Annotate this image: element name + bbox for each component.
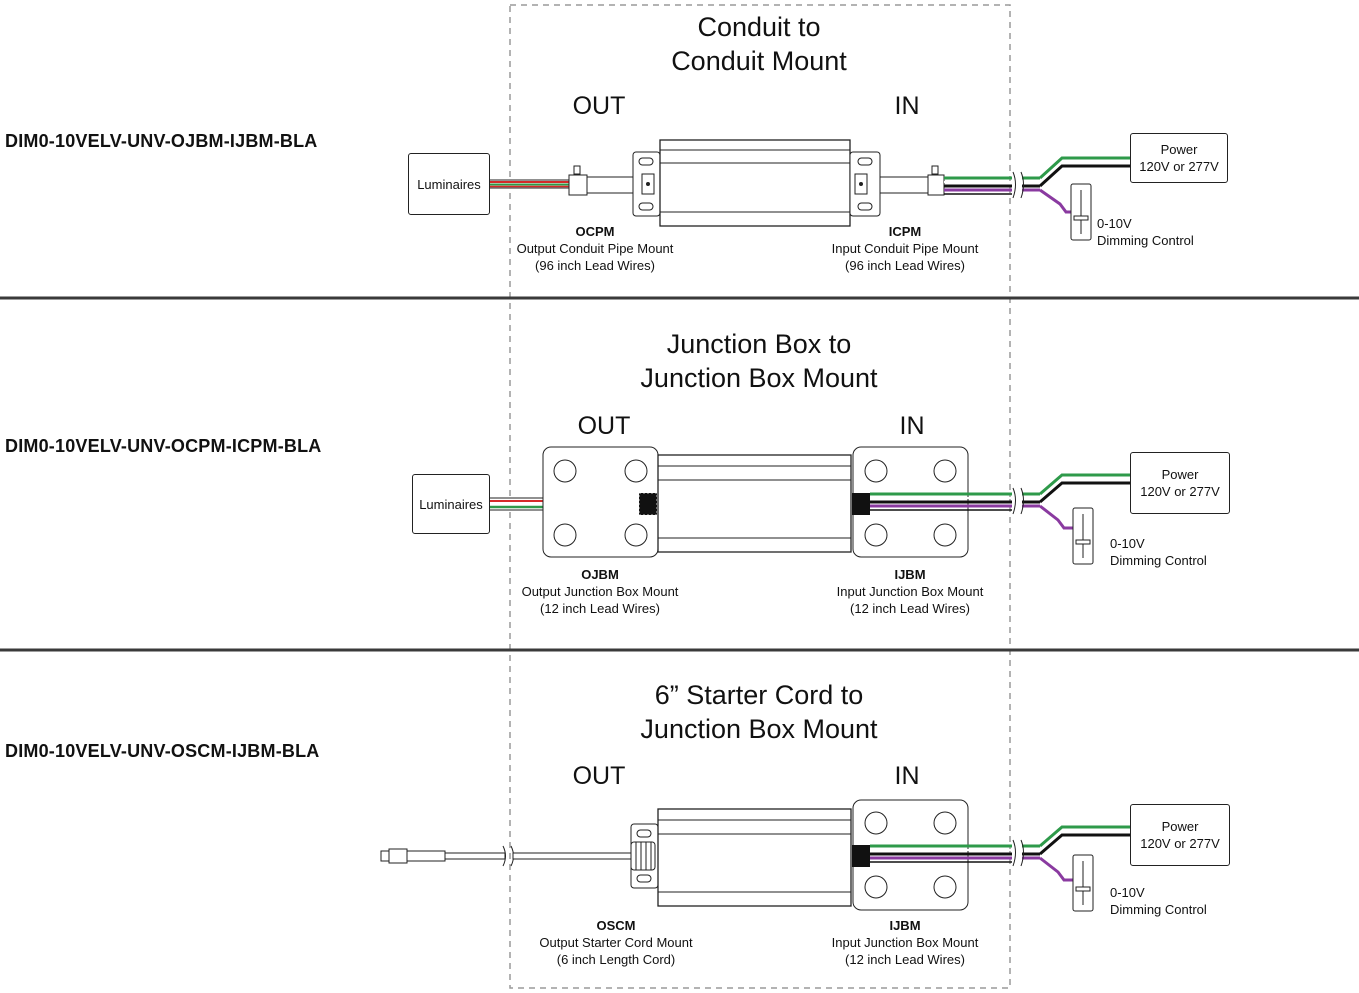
section-title-line: Conduit to — [697, 12, 821, 42]
control-name: Dimming Control — [1097, 233, 1194, 248]
row-3-out-bracket-gland — [630, 823, 659, 889]
row-1-dimmer-slider — [1070, 183, 1092, 241]
mount-options-frame — [509, 4, 1011, 989]
dimming-control-label: 0-10V Dimming Control — [1110, 884, 1207, 918]
output-mount-code: OSCM — [596, 918, 636, 933]
input-mount-caption: IJBM Input Junction Box Mount (12 inch L… — [800, 566, 1020, 617]
input-lead-length: (96 inch Lead Wires) — [845, 258, 965, 273]
row-1-output-conduit-pipe — [568, 165, 634, 196]
input-mount-code: IJBM — [889, 918, 921, 933]
luminaires-box: Luminaires — [412, 474, 490, 534]
section-title-line: 6” Starter Cord to — [654, 680, 864, 710]
row-3-input-wires — [870, 825, 1130, 882]
input-lead-length: (12 inch Lead Wires) — [850, 601, 970, 616]
row-3-driver-body — [657, 808, 852, 907]
section-title-line: Junction Box to — [666, 329, 852, 359]
input-lead-length: (12 inch Lead Wires) — [845, 952, 965, 967]
model-number: DIM0-10VELV-UNV-OSCM-IJBM-BLA — [5, 741, 320, 761]
row-3-dimmer-slider — [1072, 854, 1094, 912]
row-1-input-wires — [944, 156, 1130, 214]
output-mount-desc: Output Conduit Pipe Mount — [516, 241, 674, 256]
output-mount-desc: Output Starter Cord Mount — [539, 935, 693, 950]
output-lead-length: (6 inch Length Cord) — [556, 952, 676, 967]
dimming-control-label: 0-10V Dimming Control — [1110, 535, 1207, 569]
input-mount-desc: Input Conduit Pipe Mount — [831, 241, 979, 256]
out-label: OUT — [572, 92, 626, 120]
out-label: OUT — [572, 762, 626, 790]
section-title-line: Junction Box Mount — [640, 714, 878, 744]
output-mount-desc: Output Junction Box Mount — [521, 584, 679, 599]
input-mount-caption: ICPM Input Conduit Pipe Mount (96 inch L… — [795, 223, 1015, 274]
input-mount-code: IJBM — [894, 567, 926, 582]
control-voltage: 0-10V — [1110, 885, 1145, 900]
row-2-dimmer-slider — [1072, 507, 1094, 565]
control-voltage: 0-10V — [1097, 216, 1132, 231]
row-1-diagram — [488, 139, 1130, 241]
power-source-box: Power 120V or 277V — [1130, 133, 1228, 183]
control-voltage: 0-10V — [1110, 536, 1145, 551]
power-label: Power — [1161, 819, 1199, 834]
row-2-driver-body — [657, 454, 852, 553]
section-title-line: Conduit Mount — [671, 46, 847, 76]
in-label: IN — [894, 92, 920, 120]
out-label: OUT — [577, 412, 631, 440]
row-1-out-bracket — [632, 151, 661, 217]
row-3-diagram — [380, 799, 1130, 912]
row-3-starter-cord — [380, 845, 632, 867]
row-1-in-bracket — [849, 151, 881, 217]
control-name: Dimming Control — [1110, 902, 1207, 917]
row-2-output-junction-box — [542, 446, 659, 558]
output-mount-caption: OCPM Output Conduit Pipe Mount (96 inch … — [485, 223, 705, 274]
section-title-line: Junction Box Mount — [640, 363, 878, 393]
output-lead-length: (96 inch Lead Wires) — [535, 258, 655, 273]
row-1-output-wires — [488, 179, 570, 189]
row-2-input-wires — [870, 473, 1130, 530]
output-mount-caption: OSCM Output Starter Cord Mount (6 inch L… — [506, 917, 726, 968]
model-number: DIM0-10VELV-UNV-OJBM-IJBM-BLA — [5, 131, 318, 151]
power-source-box: Power 120V or 277V — [1130, 804, 1230, 866]
input-mount-code: ICPM — [888, 224, 922, 239]
output-mount-code: OJBM — [581, 567, 619, 582]
row-1-driver-body — [659, 139, 851, 227]
row-2-diagram — [488, 446, 1130, 565]
power-voltage: 120V or 277V — [1139, 159, 1219, 174]
output-mount-code: OCPM — [575, 224, 615, 239]
row-1-input-conduit-pipe — [879, 165, 945, 196]
luminaires-box: Luminaires — [408, 153, 490, 215]
section-title: Conduit to Conduit Mount — [509, 10, 1009, 78]
output-mount-caption: OJBM Output Junction Box Mount (12 inch … — [490, 566, 710, 617]
output-lead-length: (12 inch Lead Wires) — [540, 601, 660, 616]
power-voltage: 120V or 277V — [1140, 836, 1220, 851]
in-label: IN — [894, 762, 920, 790]
power-label: Power — [1161, 467, 1199, 482]
section-title: 6” Starter Cord to Junction Box Mount — [509, 678, 1009, 746]
model-number: DIM0-10VELV-UNV-OCPM-ICPM-BLA — [5, 436, 322, 456]
dimming-control-label: 0-10V Dimming Control — [1097, 215, 1194, 249]
power-voltage: 120V or 277V — [1140, 484, 1220, 499]
control-name: Dimming Control — [1110, 553, 1207, 568]
in-label: IN — [899, 412, 925, 440]
input-mount-desc: Input Junction Box Mount — [836, 584, 984, 599]
power-source-box: Power 120V or 277V — [1130, 452, 1230, 514]
power-label: Power — [1160, 142, 1198, 157]
input-mount-desc: Input Junction Box Mount — [831, 935, 979, 950]
input-mount-caption: IJBM Input Junction Box Mount (12 inch L… — [795, 917, 1015, 968]
section-title: Junction Box to Junction Box Mount — [509, 327, 1009, 395]
